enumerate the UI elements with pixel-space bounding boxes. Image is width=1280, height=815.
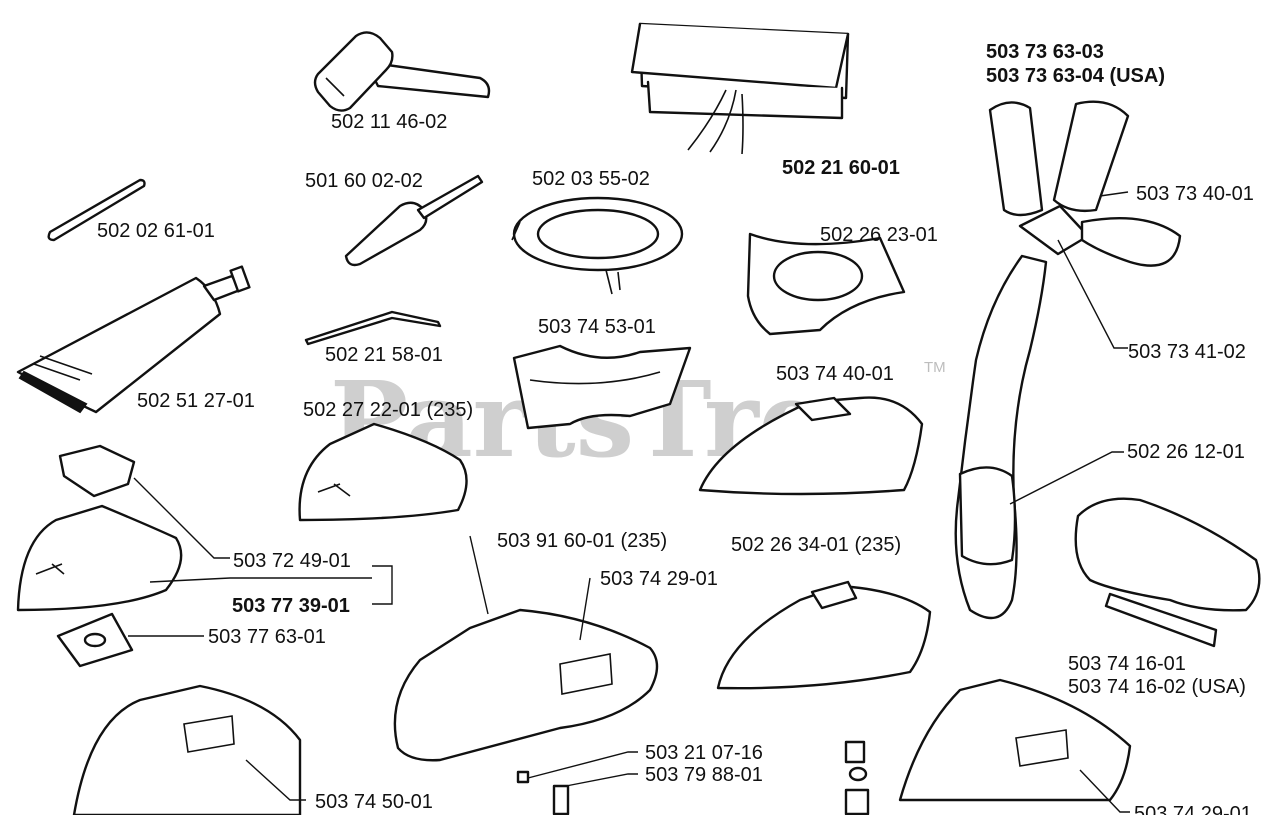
part-503-21-07-16: 503 21 07-16: [645, 742, 763, 764]
curved-guard-illustration: [716, 580, 932, 690]
clamp-ring-illustration: [511, 196, 684, 295]
guard-support-illustration: [746, 232, 906, 336]
part-503-74-53-01: 503 74 53-01: [538, 316, 656, 338]
part-502-26-34-01: 502 26 34-01 (235): [731, 534, 901, 556]
large-guard-illustration: [393, 608, 659, 762]
part-503-72-49-01: 503 72 49-01: [233, 550, 351, 572]
bottom-right-guard-illustration: [898, 678, 1132, 802]
part-503-73-40-01: 503 73 40-01: [1136, 183, 1254, 205]
part-502-11-46-02: 502 11 46-02: [331, 111, 447, 133]
part-503-73-63-04: 503 73 63-04 (USA): [986, 65, 1165, 87]
part-502-26-12-01: 502 26 12-01: [1127, 441, 1245, 463]
part-502-02-61-01: 502 02 61-01: [97, 220, 215, 242]
part-502-03-55-02: 502 03 55-02: [532, 168, 650, 190]
part-503-79-88-01: 503 79 88-01: [645, 764, 763, 786]
part-503-74-16-01: 503 74 16-01: [1068, 653, 1186, 675]
harness-illustration: [954, 100, 1182, 620]
combination-wrench-illustration: [313, 31, 491, 112]
bottom-left-guard-illustration: [72, 684, 302, 815]
screw-illustration: [516, 740, 870, 815]
tool-bag-illustration: [630, 22, 850, 155]
part-503-74-50-01: 503 74 50-01: [315, 791, 433, 813]
grease-tube-illustration: [16, 265, 251, 414]
leader-lines: [128, 191, 1130, 813]
watermark-trademark: TM: [924, 359, 946, 376]
blade-guard-illustration: [698, 396, 924, 496]
part-502-27-22-01: 502 27 22-01 (235): [303, 399, 473, 421]
mounting-plate-illustration: [56, 612, 134, 668]
part-502-51-27-01: 502 51 27-01: [137, 390, 255, 412]
part-501-60-02-02: 501 60 02-02: [305, 170, 423, 192]
rod-illustration: [47, 178, 146, 242]
part-503-77-63-01: 503 77 63-01: [208, 626, 326, 648]
wire-illustration: [304, 310, 442, 346]
part-503-77-39-01: 503 77 39-01: [232, 595, 350, 617]
part-502-21-60-01: 502 21 60-01: [782, 157, 900, 179]
part-503-74-29-01: 503 74 29-01: [600, 568, 718, 590]
part-503-91-60-01: 503 91 60-01 (235): [497, 530, 667, 552]
deflector-illustration: [1074, 497, 1261, 648]
part-503-73-63-03: 503 73 63-03: [986, 41, 1104, 63]
trimmer-guard-illustration: [16, 504, 183, 612]
bracket-illustration: [512, 344, 692, 430]
part-502-26-23-01: 502 26 23-01: [820, 224, 938, 246]
part-503-74-29-01-bottom: 503 74 29-01: [1134, 803, 1252, 815]
part-503-74-16-02: 503 74 16-02 (USA): [1068, 676, 1246, 698]
part-503-74-40-01: 503 74 40-01: [776, 363, 894, 385]
part-502-21-58-01: 502 21 58-01: [325, 344, 443, 366]
screwdriver-illustration: [344, 174, 484, 267]
clip-bracket-illustration: [58, 444, 136, 498]
guard-235-illustration: [298, 422, 468, 522]
part-503-73-41-02: 503 73 41-02: [1128, 341, 1246, 363]
